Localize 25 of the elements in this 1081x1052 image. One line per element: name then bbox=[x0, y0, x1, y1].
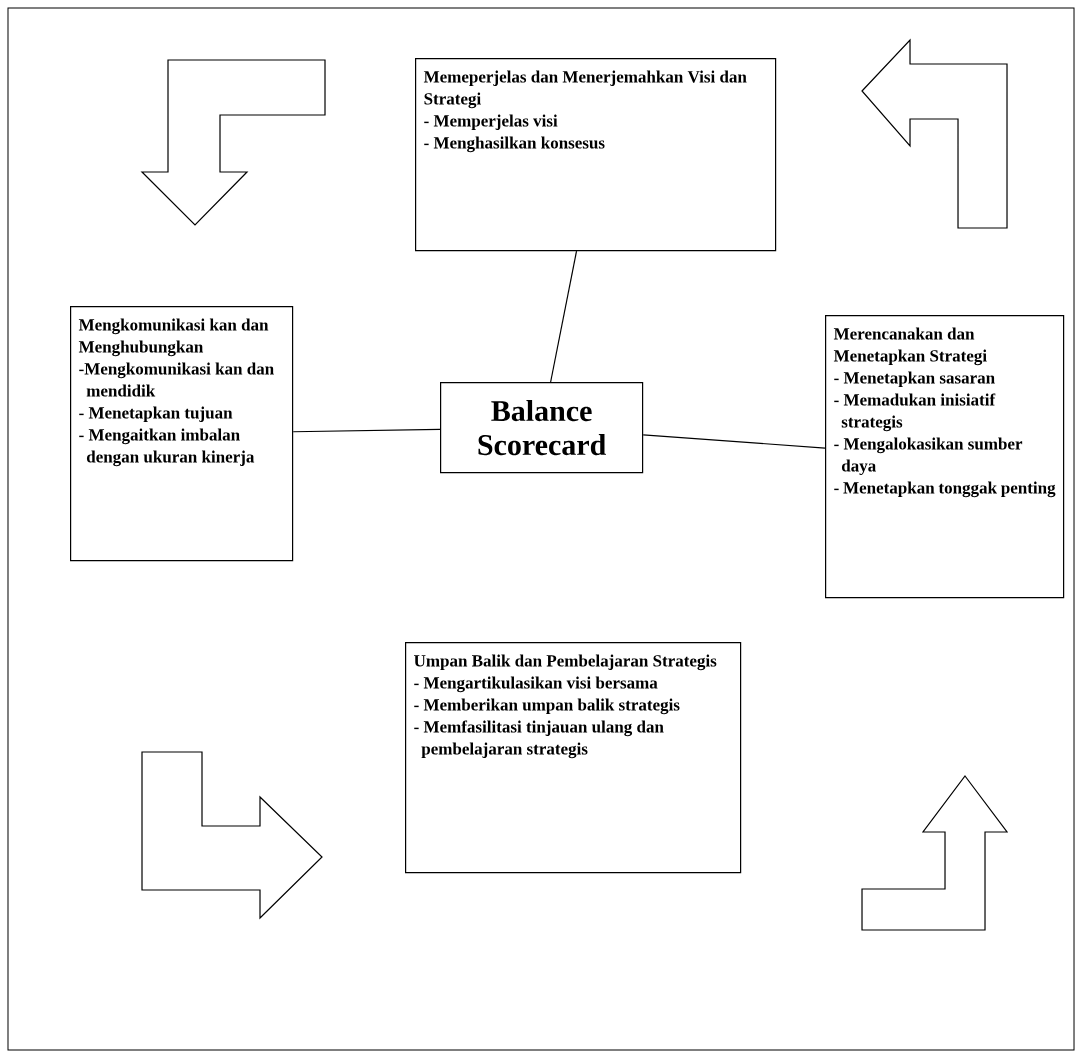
list-item: - Memberikan umpan balik strategis bbox=[414, 698, 680, 715]
heading: Merencanakan dan Menetapkan Strategi bbox=[833, 327, 987, 366]
process-box bbox=[405, 642, 742, 874]
list-item: - Mengartikulasikan visi bersama bbox=[414, 676, 658, 693]
list-item: - Mengalokasikan sumber daya bbox=[834, 437, 1023, 476]
heading: Memeperjelas dan Menerjemahkan Visi dan Strategi bbox=[423, 70, 747, 109]
heading: Mengkomunikasi kan dan Menghubungkan bbox=[78, 318, 269, 357]
list-item: - Menetapkan sasaran bbox=[834, 371, 995, 387]
list-item: -Mengkomunikasi kan dan mendidik bbox=[79, 362, 274, 397]
connector-line bbox=[292, 428, 441, 433]
list-item: - Memperjelas visi bbox=[424, 114, 558, 130]
list-item: - Memfasilitasi tinjauan ulang dan pembelajaran strategis bbox=[414, 720, 664, 759]
list-item: - Menetapkan tujuan bbox=[79, 406, 233, 422]
connector-line bbox=[642, 434, 826, 449]
list-item: - Memadukan inisiatif strategis bbox=[834, 393, 996, 432]
list-item: - Menghasilkan konsesus bbox=[424, 136, 605, 153]
center-box bbox=[440, 382, 644, 474]
title-text: Balance Scorecard bbox=[478, 400, 606, 456]
process-box bbox=[70, 306, 294, 562]
process-box bbox=[825, 315, 1065, 599]
heading: Umpan Balik dan Pembelajaran Strategis bbox=[414, 654, 717, 671]
connector-line bbox=[550, 250, 578, 383]
list-item: - Mengaitkan imbalan dengan ukuran kinerja bbox=[79, 428, 255, 467]
process-box bbox=[415, 58, 777, 252]
list-item: - Menetapkan tonggak penting bbox=[834, 481, 1056, 498]
